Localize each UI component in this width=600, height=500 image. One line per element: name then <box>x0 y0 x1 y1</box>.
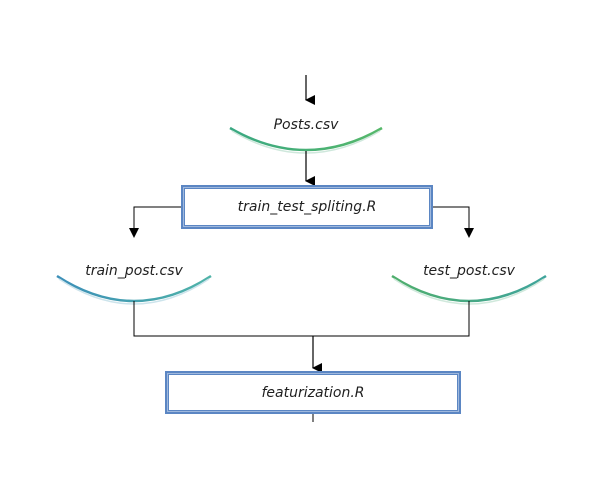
node-test-post-csv: test_post.csv <box>423 263 515 279</box>
node-featurization-label: featurization.R <box>261 384 365 401</box>
connector-split-to-train <box>133 206 182 237</box>
node-train-post-csv: train_post.csv <box>85 263 183 279</box>
connector-train-to-merge <box>133 301 313 337</box>
node-featurization: featurization.R <box>165 371 461 414</box>
node-train-test-split: train_test_spliting.R <box>181 185 433 229</box>
connector-test-to-merge <box>313 301 470 337</box>
connector-split-to-test <box>432 206 470 237</box>
posts-csv-arc <box>229 126 383 152</box>
node-posts-csv: Posts.csv <box>273 117 339 133</box>
node-train-test-split-label: train_test_spliting.R <box>237 199 377 215</box>
